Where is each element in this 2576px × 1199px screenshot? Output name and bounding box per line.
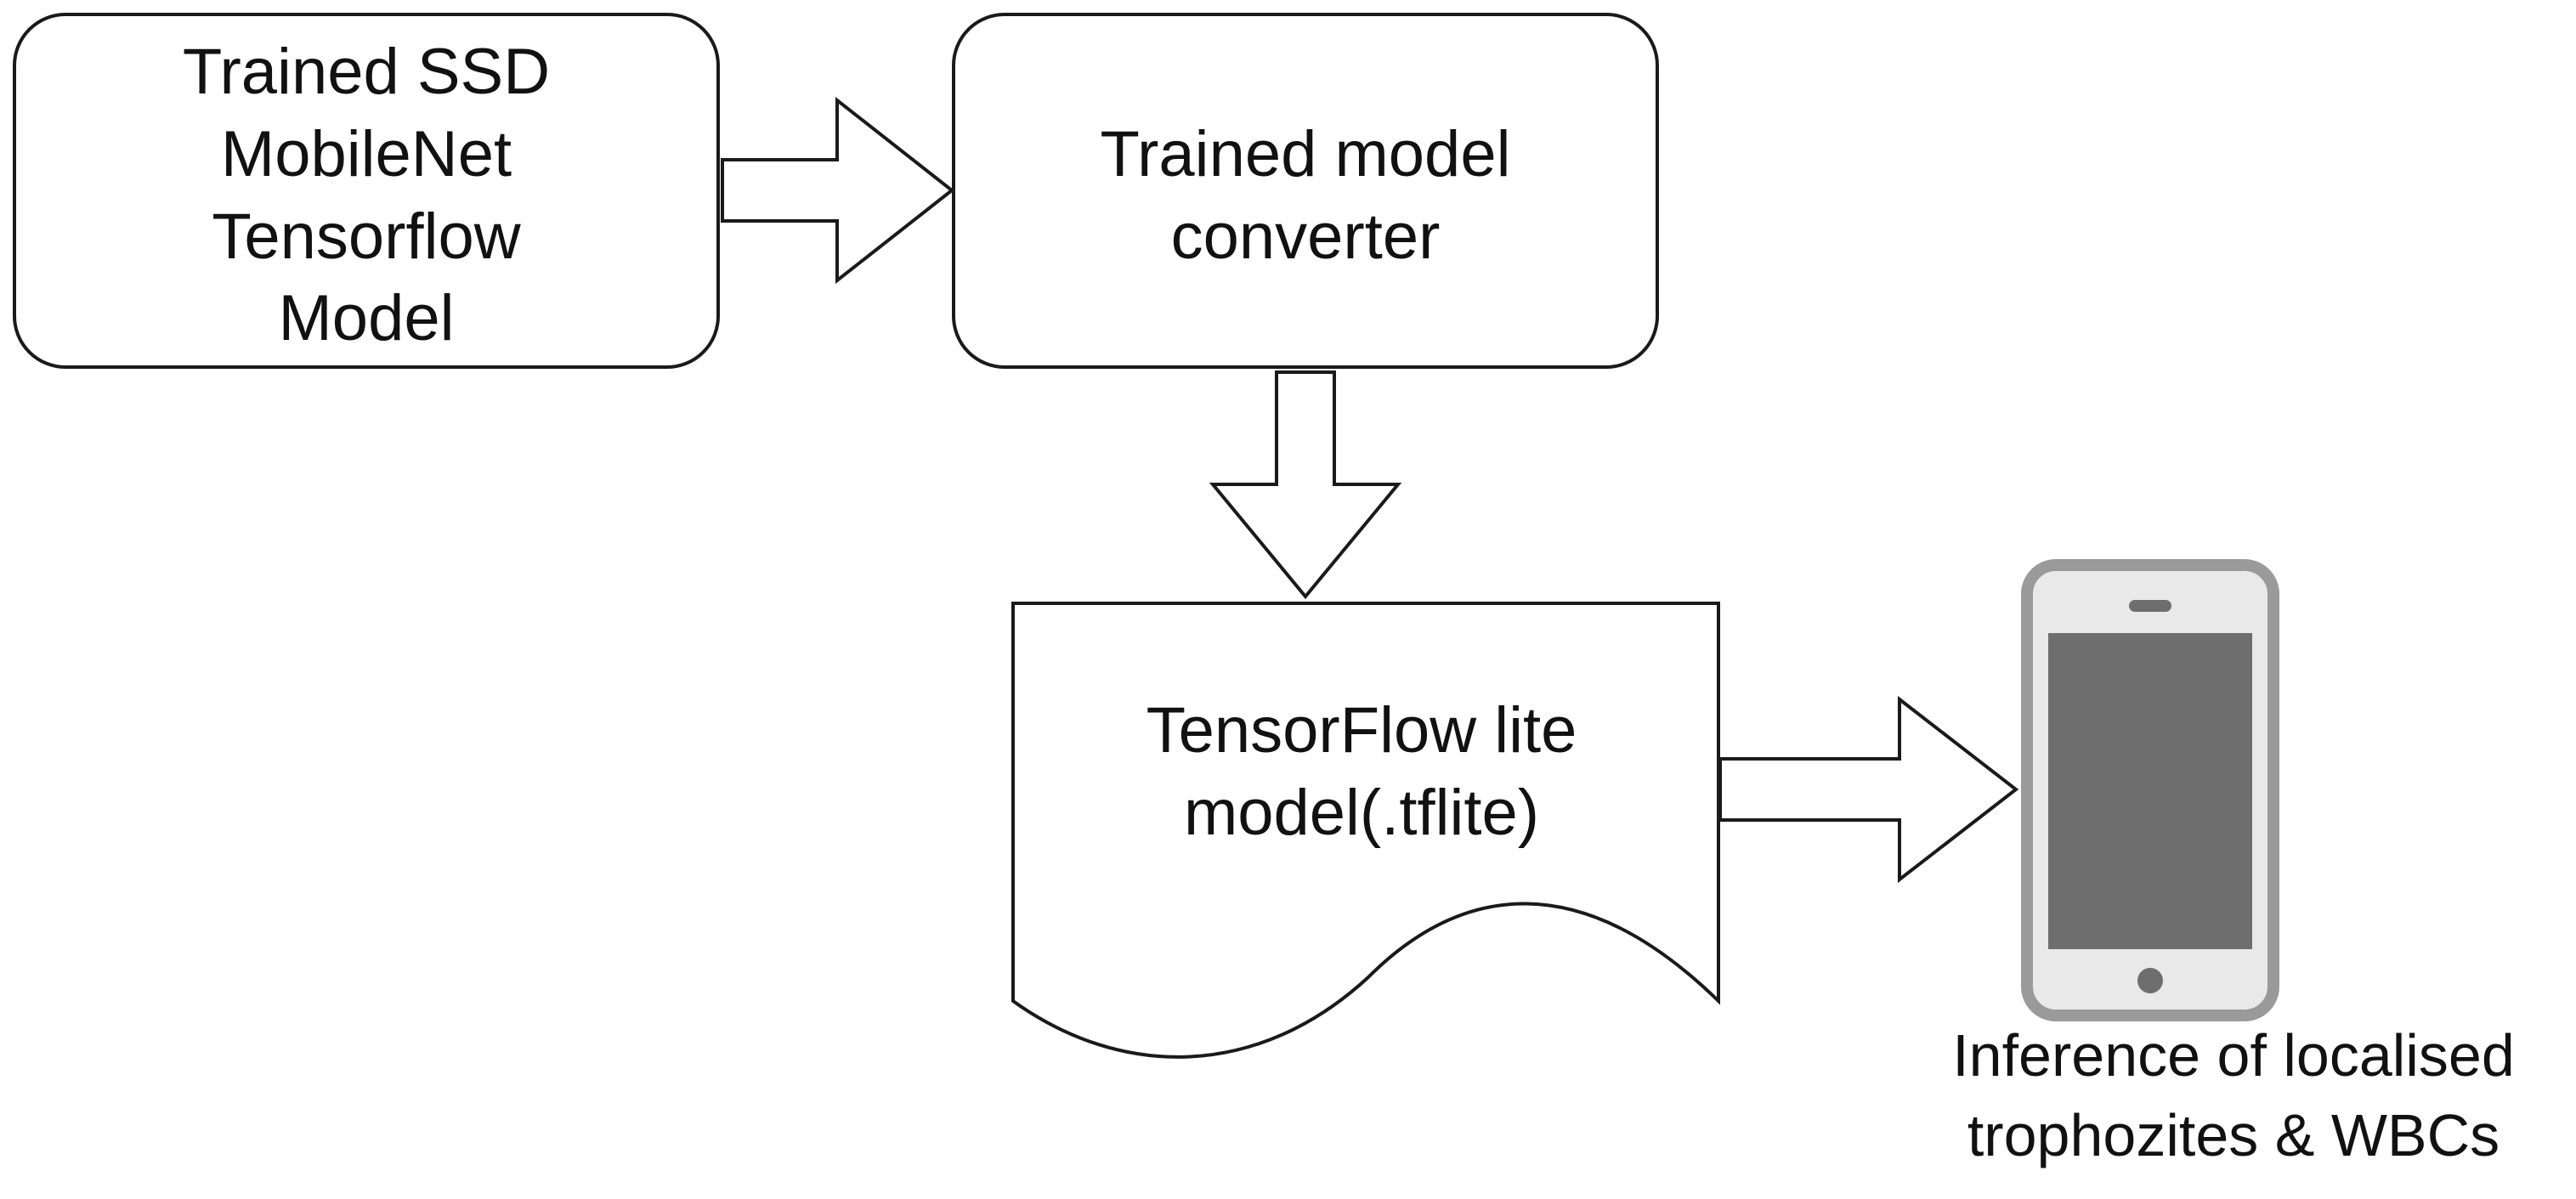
tflite-model-node: TensorFlow lite model(.tflite) bbox=[1011, 602, 1720, 1059]
trained-model-label-line-3: Tensorflow bbox=[212, 201, 521, 273]
smartphone-icon bbox=[2021, 559, 2279, 1021]
trained-model-box bbox=[13, 13, 720, 369]
trained-model-label-line-4: Model bbox=[279, 282, 455, 354]
block-arrow-down-icon bbox=[1209, 370, 1402, 600]
phone-speaker bbox=[2129, 600, 2171, 612]
phone-node: Inference of localised trophozites & WBC… bbox=[1952, 559, 2515, 1168]
converter-box bbox=[952, 13, 1659, 369]
trained-model-label-line-1: Trained SSD bbox=[183, 36, 550, 108]
phone-caption-line-2: trophozites & WBCs bbox=[1967, 1102, 2500, 1168]
phone-home-button bbox=[2137, 968, 2163, 993]
converter-label-line-1: Trained model bbox=[1101, 118, 1511, 190]
tflite-document-shape bbox=[1011, 602, 1720, 1059]
block-arrow-right-icon bbox=[721, 96, 955, 285]
tflite-label-line-1: TensorFlow lite bbox=[1146, 694, 1577, 766]
tflite-label-line-2: model(.tflite) bbox=[1184, 777, 1539, 849]
block-arrow-right-icon bbox=[1718, 695, 2019, 884]
trained-model-node: Trained SSD MobileNet Tensorflow Model bbox=[13, 13, 720, 369]
converter-label-line-2: converter bbox=[1171, 201, 1441, 273]
trained-model-label-line-2: MobileNet bbox=[221, 118, 512, 190]
converter-node: Trained model converter bbox=[952, 13, 1659, 369]
phone-caption-line-1: Inference of localised bbox=[1952, 1022, 2515, 1089]
phone-screen bbox=[2048, 633, 2252, 949]
